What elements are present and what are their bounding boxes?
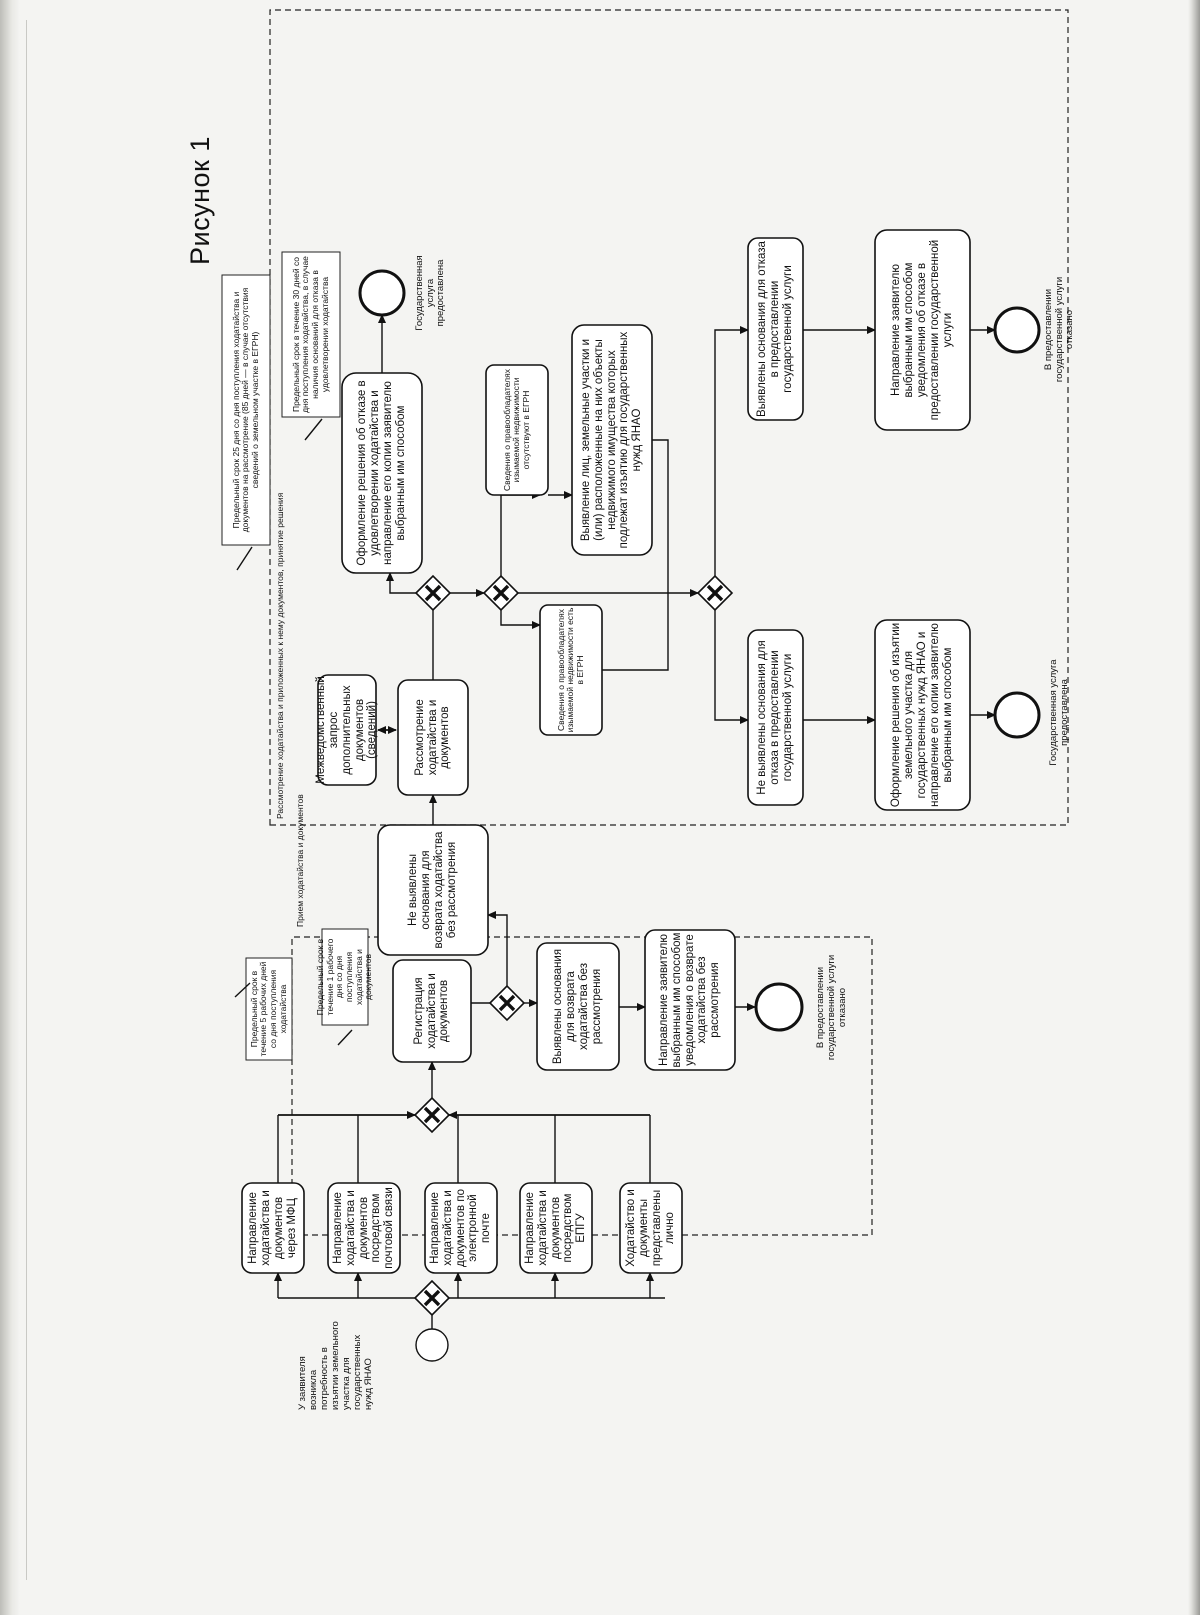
pool2-deadline-note-box [221, 274, 271, 546]
merge-gateway [413, 1096, 451, 1134]
end-event-returned [754, 982, 804, 1032]
scan-edge-right [1188, 0, 1200, 1615]
seizure-decision-label: Оформление решения об изъятии земельного… [890, 622, 954, 808]
channel-epgu-box [519, 1182, 593, 1274]
scan-edge-left [0, 0, 20, 1615]
start-label: У заявителя возникла потребность в изъят… [297, 1321, 374, 1410]
no-refusal-grounds-label: Не выявлены основания для отказа в предо… [756, 640, 794, 795]
channel-email-box [424, 1182, 498, 1274]
flow-to-egrn-absent [500, 491, 541, 576]
channel-mfc-label: Направление ходатайства и документов чер… [247, 1190, 298, 1266]
notify-return-label: Направление заявителю выбранным им спосо… [657, 932, 722, 1068]
channel-personal-box [619, 1182, 683, 1274]
notify-refusal-label: Направление заявителю выбранным им спосо… [890, 239, 954, 421]
end-refused-label: В предоставлении государственной услуги … [1042, 276, 1076, 383]
registration-label: Регистрация ходатайства и документов [412, 973, 451, 1049]
flow-to-refusal-decision [386, 572, 416, 594]
interagency-label: Межведомственный запрос дополнительных д… [314, 676, 379, 784]
note2-connector [337, 1029, 353, 1046]
pool2-label: Рассмотрение ходатайства и приложенных к… [275, 492, 285, 819]
scan-margin-line [26, 20, 27, 1580]
flow-to-egrn-present [500, 610, 541, 629]
pool-review-border [269, 9, 1069, 826]
interagency-box [317, 674, 377, 786]
flow-present-to-c [602, 593, 669, 671]
registration-deadline-note: Предельный срок в течение 1 рабочего дня… [315, 938, 374, 1016]
pool1-deadline-note-box [245, 957, 293, 1061]
no-grounds-label: Не выявлены основания для возврата ходат… [407, 831, 458, 949]
refusal-deadline-note-box [281, 251, 341, 418]
channel-mfc-box [241, 1182, 305, 1274]
channel-personal-label: Ходатайство и документы представлены лич… [625, 1189, 676, 1267]
end-top-label: Государственная услуга предоставлена [413, 255, 447, 331]
identification-label: Выявление лиц, земельные участки и (или)… [579, 331, 644, 549]
no-refusal-grounds-box [747, 629, 804, 806]
note3-connector [236, 546, 253, 571]
end-returned-label: В предоставлении государственной услуги … [815, 954, 848, 1061]
registration-box [392, 959, 472, 1063]
refusal-grounds-box [747, 237, 804, 421]
egrn-gateway [482, 574, 520, 612]
pool2-deadline-note: Предельный срок 25 дня со дня поступлени… [230, 287, 260, 533]
refusal-deadline-note: Предельный срок в течение 30 дней со дня… [290, 256, 330, 413]
registration-gateway [488, 984, 526, 1022]
review-gateway [414, 574, 452, 612]
start-event [415, 1328, 449, 1362]
refusal-decision-label: Оформление решения об отказе в удовлетво… [356, 380, 407, 566]
egrn-absent-label: Сведения о правообладателях изымаемой не… [501, 369, 531, 491]
notify-return-box [644, 929, 736, 1071]
channel-post-label: Направление ходатайства и документов пос… [331, 1187, 396, 1269]
pool1-label: Прием ходатайства и документов [295, 794, 305, 927]
grounds-found-label: Выявлены основания для возврата ходатайс… [552, 948, 603, 1065]
grounds-gateway [696, 574, 734, 612]
review-label: Рассмотрение ходатайства и документов [413, 699, 452, 776]
flow-to-refusal-grounds [714, 326, 749, 576]
flow-to-no-refusal-grounds [714, 610, 749, 724]
refusal-grounds-label: Выявлены основания для отказа в предоста… [756, 241, 794, 417]
figure-title: Рисунок 1 [185, 136, 215, 265]
end-event-refused [993, 306, 1041, 354]
end-event-top [358, 269, 406, 317]
end-provided-label: Государственная услуга предоставлена [1048, 659, 1070, 766]
channel-email-label: Направление ходатайства и документов по … [428, 1189, 493, 1268]
channel-post-box [327, 1182, 401, 1274]
egrn-absent-box [485, 364, 549, 496]
flow-to-no-grounds [487, 911, 508, 986]
flow-ident-to-c [652, 439, 669, 593]
note1-connector [234, 982, 251, 998]
pool1-deadline-note: Предельный срок в течение 5 рабочих дней… [248, 961, 288, 1057]
note4-connector [304, 418, 323, 441]
branch-connectors [274, 1111, 665, 1299]
channel-epgu-label: Направление ходатайства и документов пос… [523, 1190, 588, 1266]
registration-deadline-note-box [321, 928, 369, 1026]
split-gateway [413, 1279, 451, 1317]
end-event-provided [993, 691, 1041, 739]
egrn-present-label: Сведения о правообладателях изымаемой не… [555, 607, 585, 733]
